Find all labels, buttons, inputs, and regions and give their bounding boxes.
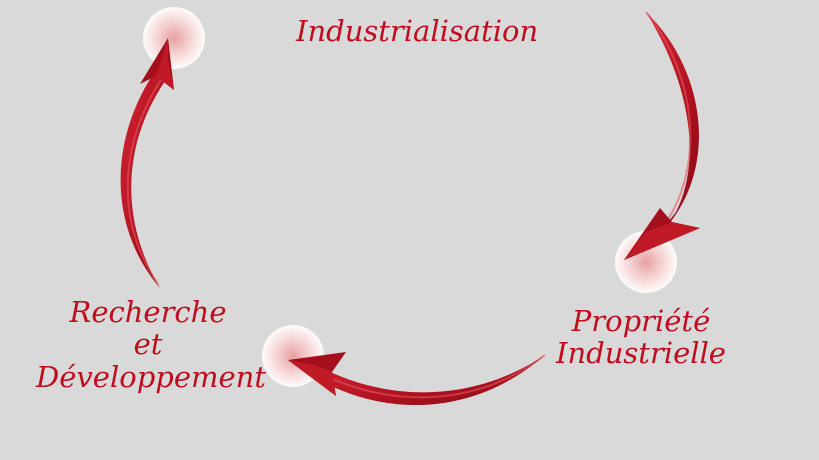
node-label-recherche-developpement: Recherche et Développement	[36, 295, 266, 394]
glow-circle-right	[615, 231, 677, 293]
node-label-line: Industrielle	[556, 336, 726, 371]
glow-circle-top-left	[143, 7, 205, 69]
arrow-industrialisation-to-propriete	[624, 11, 700, 260]
node-label-line: Recherche	[69, 295, 227, 329]
node-label-line: Propriété	[571, 304, 711, 338]
node-label-industrialisation: Industrialisation	[296, 14, 539, 48]
node-label-propriete-industrielle: Propriété Industrielle	[552, 305, 730, 370]
arrow-propriete-to-recherche	[288, 352, 546, 406]
node-label-line: et	[133, 327, 163, 362]
node-label-line: Développement	[36, 359, 266, 394]
node-label-line: Industrialisation	[296, 14, 539, 48]
arrow-recherche-to-industrialisation	[120, 38, 174, 288]
